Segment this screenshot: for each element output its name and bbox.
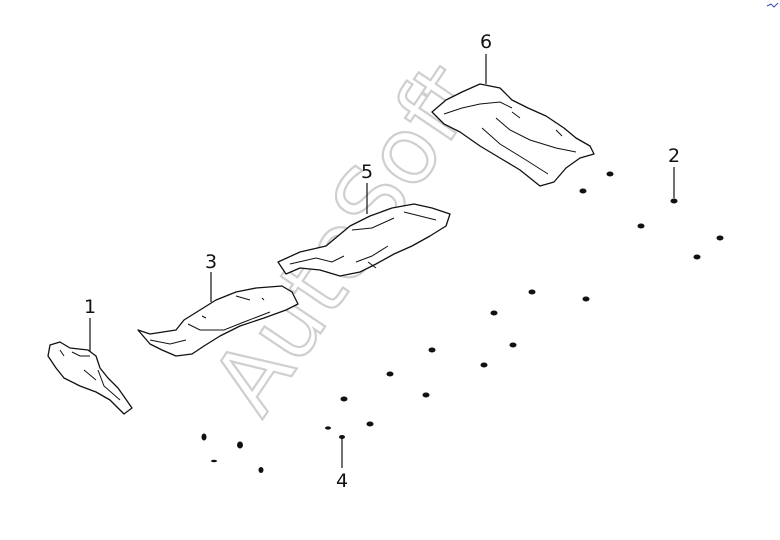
callout-2: 2 [668,145,680,167]
part-6-rear-underbody-shield[interactable] [431,83,595,187]
part-3-front-underbody-shield[interactable] [137,285,299,357]
part-2-fastener-nut[interactable] [670,198,678,204]
callout-4: 4 [336,470,348,492]
callout-6: 6 [480,31,492,53]
part-5-middle-underbody-shield[interactable] [277,203,451,277]
corner-mark [766,2,779,8]
fastener-points [201,171,724,473]
part-1-front-left-shield[interactable] [47,341,133,415]
callout-1: 1 [84,296,96,318]
callout-3: 3 [205,251,217,273]
part-4-fastener-clip[interactable] [339,435,345,439]
callout-5: 5 [361,161,373,183]
